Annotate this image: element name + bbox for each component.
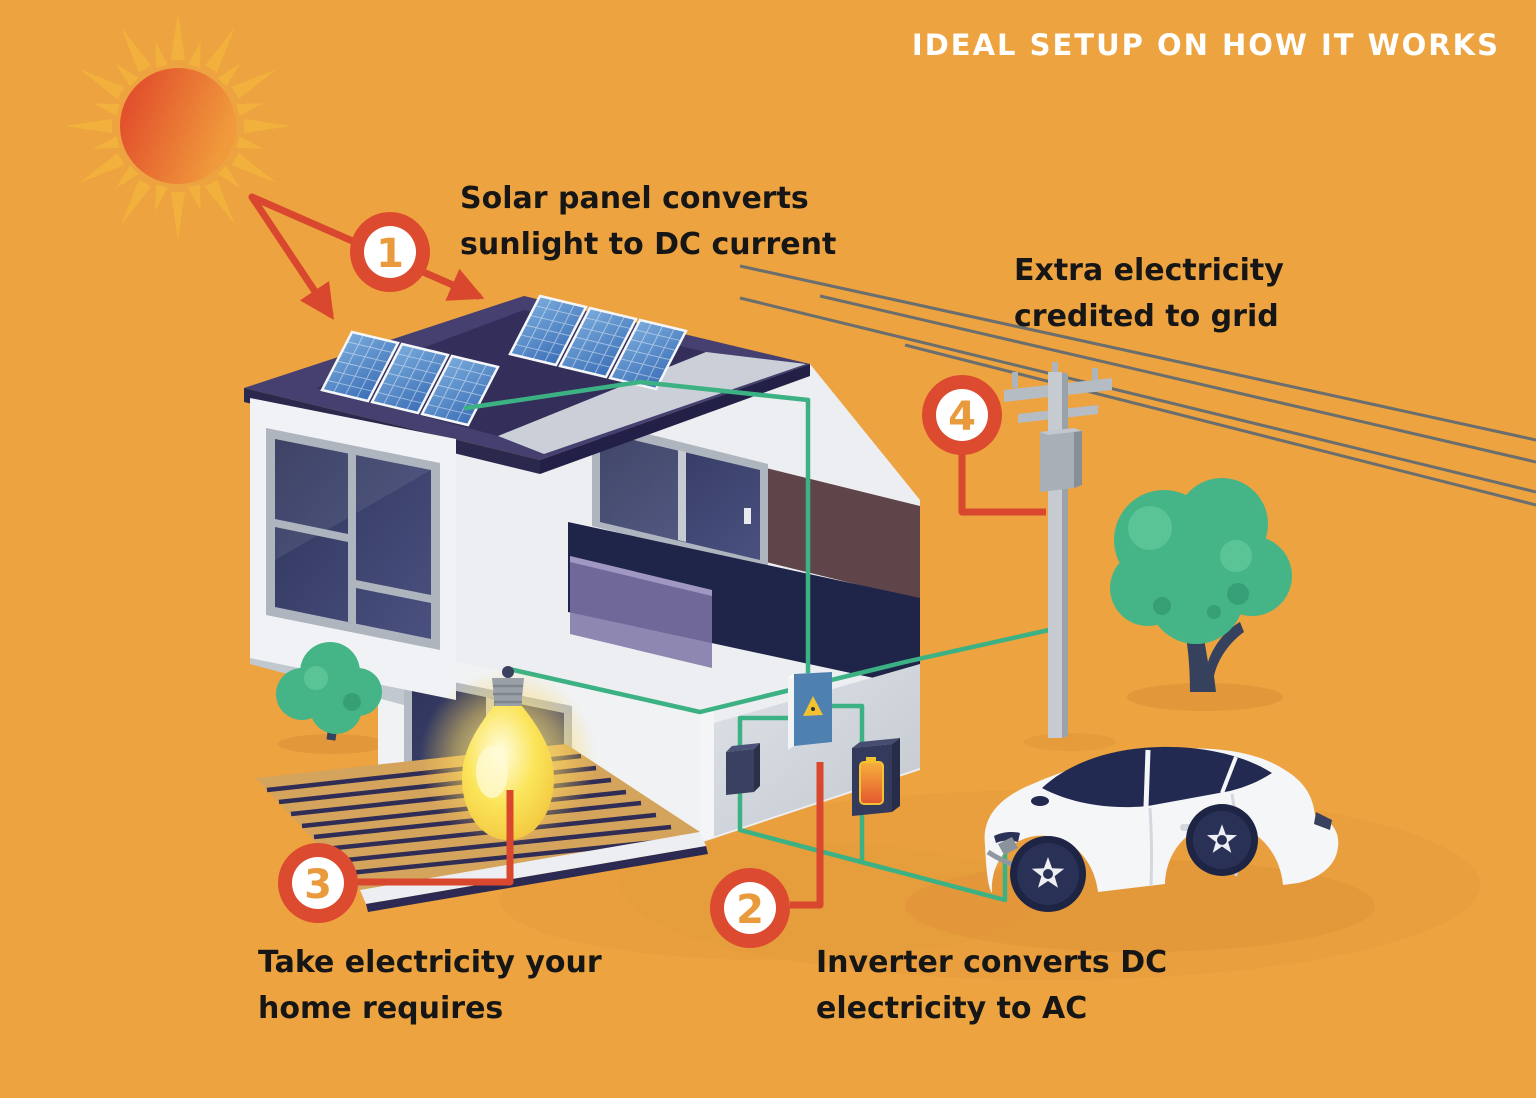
badge-number-1: 1: [376, 231, 404, 277]
step-label-2-line1: Inverter converts DC: [816, 945, 1168, 980]
house-shadow-band: [766, 468, 920, 600]
power-lines: [739, 264, 1536, 507]
step-label-4: Extra electricity credited to grid: [1014, 248, 1284, 340]
left-window: [266, 428, 440, 650]
step-label-2: Inverter converts DC electricity to AC: [816, 940, 1167, 1032]
inverter-icon: [788, 672, 832, 750]
step-badge-4: 4: [922, 375, 1002, 455]
step-badge-1: 1: [350, 212, 430, 292]
callout-connectors: [358, 453, 1046, 909]
utility-pole-icon: [1004, 362, 1112, 738]
corner-pillar: [700, 710, 714, 841]
sun-icon: [64, 12, 292, 240]
meter-box-icon: [726, 743, 760, 795]
step-label-3-line2: home requires: [258, 991, 504, 1026]
car-rear-wheel: [1186, 804, 1258, 876]
badge-number-3: 3: [304, 862, 332, 908]
step-label-1: Solar panel converts sunlight to DC curr…: [460, 176, 836, 268]
tree-icon: [1110, 478, 1292, 692]
badge-number-4: 4: [948, 394, 976, 440]
page-title: IDEAL SETUP ON HOW IT WORKS: [911, 28, 1500, 62]
ground-right-wall: [703, 664, 920, 840]
wire-inverter-left: [737, 715, 1008, 903]
step-label-1-line2: sunlight to DC current: [460, 227, 837, 262]
connector-4: [958, 453, 1046, 516]
left-box: [250, 398, 456, 700]
charging-plug-icon: [998, 837, 1018, 855]
balcony-glass: [570, 556, 712, 668]
bush-icon: [276, 642, 382, 741]
step-label-2-line2: electricity to AC: [816, 991, 1088, 1026]
step-label-1-line1: Solar panel converts: [460, 181, 809, 216]
electric-car-icon: [984, 746, 1339, 912]
light-bulb-icon: [390, 640, 626, 876]
balcony-band: [568, 522, 920, 688]
step-badge-2: 2: [710, 868, 790, 948]
step-label-3-line1: Take electricity your: [258, 945, 602, 980]
battery-icon: [852, 738, 900, 816]
wire-roof: [463, 379, 811, 411]
badge-number-2: 2: [736, 887, 764, 933]
upper-sliding-door: [592, 420, 768, 570]
car-front-wheel: [1010, 836, 1086, 912]
step-label-3: Take electricity your home requires: [258, 940, 602, 1032]
transformer-icon: [1040, 428, 1082, 492]
step-badge-3: 3: [278, 843, 358, 923]
step-label-4-line2: credited to grid: [1014, 299, 1279, 334]
connector-2: [790, 762, 824, 909]
step-label-4-line1: Extra electricity: [1014, 253, 1284, 288]
connector-3: [358, 790, 514, 886]
